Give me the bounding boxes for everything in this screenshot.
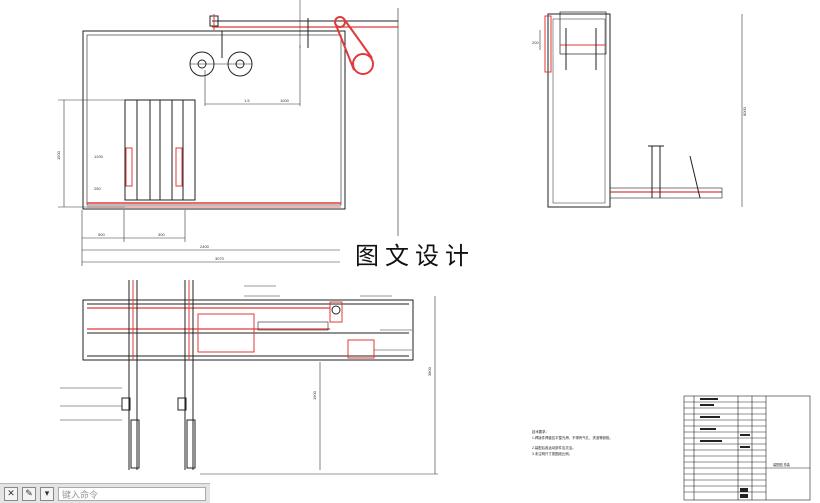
dim-bottom-b: 300 bbox=[158, 232, 165, 237]
title-block-marks bbox=[700, 398, 750, 498]
side-view bbox=[539, 11, 743, 208]
dim-side-top: 200 bbox=[532, 40, 539, 45]
front-elevation-view bbox=[58, 0, 399, 266]
front-dim-text: 1.5 1000 1500 1200 250 500 300 2400 3070 bbox=[56, 98, 290, 261]
title-block-caption: 装配图 总装 bbox=[773, 462, 791, 467]
front-outer-frame bbox=[82, 30, 346, 210]
side-base-rail bbox=[609, 187, 723, 199]
plan-motor-red bbox=[329, 301, 343, 323]
wrench-icon[interactable]: ✎ bbox=[22, 486, 36, 501]
dim-plan-right: 3800 bbox=[427, 366, 432, 376]
red-column-right bbox=[175, 147, 183, 187]
red-column-left bbox=[125, 147, 133, 187]
command-bar: ✕ ✎ ▾ 键入命令 bbox=[0, 483, 210, 503]
notes-block: 技术要求： 1.焊接件焊缝应平整光滑，不得有气孔、夹渣等缺陷。 2.装配后各运动… bbox=[532, 429, 613, 456]
dim-side-height: 8000 bbox=[742, 106, 747, 116]
title-block bbox=[683, 395, 811, 501]
plan-view bbox=[60, 280, 438, 475]
plan-foot-right bbox=[186, 419, 196, 469]
side-red-post bbox=[544, 15, 552, 73]
plan-bracket-left bbox=[121, 397, 131, 411]
command-input[interactable]: 键入命令 bbox=[58, 486, 206, 501]
plan-screw bbox=[257, 321, 329, 331]
dim-top-small-1: 1.5 bbox=[244, 98, 250, 103]
plan-frame bbox=[82, 299, 414, 361]
note-line-4: 3.未注明尺寸按图纸比例。 bbox=[532, 451, 572, 456]
dim-left-label-b: 250 bbox=[94, 186, 101, 191]
plan-motor-hub bbox=[331, 305, 341, 315]
side-top-mechanism bbox=[559, 11, 607, 55]
plan-red-carriage bbox=[197, 313, 255, 353]
side-frame bbox=[547, 13, 611, 208]
side-frame-inner bbox=[552, 18, 606, 204]
front-inner-frame bbox=[86, 34, 342, 206]
note-line-3: 2.装配后各运动部件应灵活。 bbox=[532, 445, 576, 450]
dim-left-vertical: 1500 bbox=[56, 150, 61, 160]
close-icon[interactable]: ✕ bbox=[4, 486, 18, 501]
side-dim-text: 8000 200 bbox=[532, 40, 747, 116]
side-brace bbox=[689, 155, 701, 199]
dim-bottom-a: 500 bbox=[98, 232, 105, 237]
chain-drive bbox=[334, 16, 374, 75]
dim-bottom-total-2: 3070 bbox=[215, 256, 225, 261]
dim-plan-height: 1900 bbox=[312, 390, 317, 400]
title-block-frame bbox=[683, 395, 811, 501]
dim-bottom-total-1: 2400 bbox=[200, 244, 210, 249]
dim-left-label-a: 1200 bbox=[94, 154, 104, 159]
dim-top-small-2: 1000 bbox=[280, 98, 290, 103]
plan-foot-left bbox=[130, 419, 140, 469]
watermark-title: 图文设计 bbox=[340, 236, 490, 270]
front-dimensions bbox=[58, 45, 398, 266]
note-line-2: 1.焊接件焊缝应平整光滑，不得有气孔、夹渣等缺陷。 bbox=[532, 435, 613, 440]
dropdown-icon[interactable]: ▾ bbox=[40, 486, 54, 501]
plan-dim-text: 1900 3800 bbox=[312, 366, 432, 400]
plan-red-block bbox=[347, 339, 375, 359]
note-line-1: 技术要求： bbox=[532, 429, 549, 434]
plan-bracket-right bbox=[177, 397, 187, 411]
